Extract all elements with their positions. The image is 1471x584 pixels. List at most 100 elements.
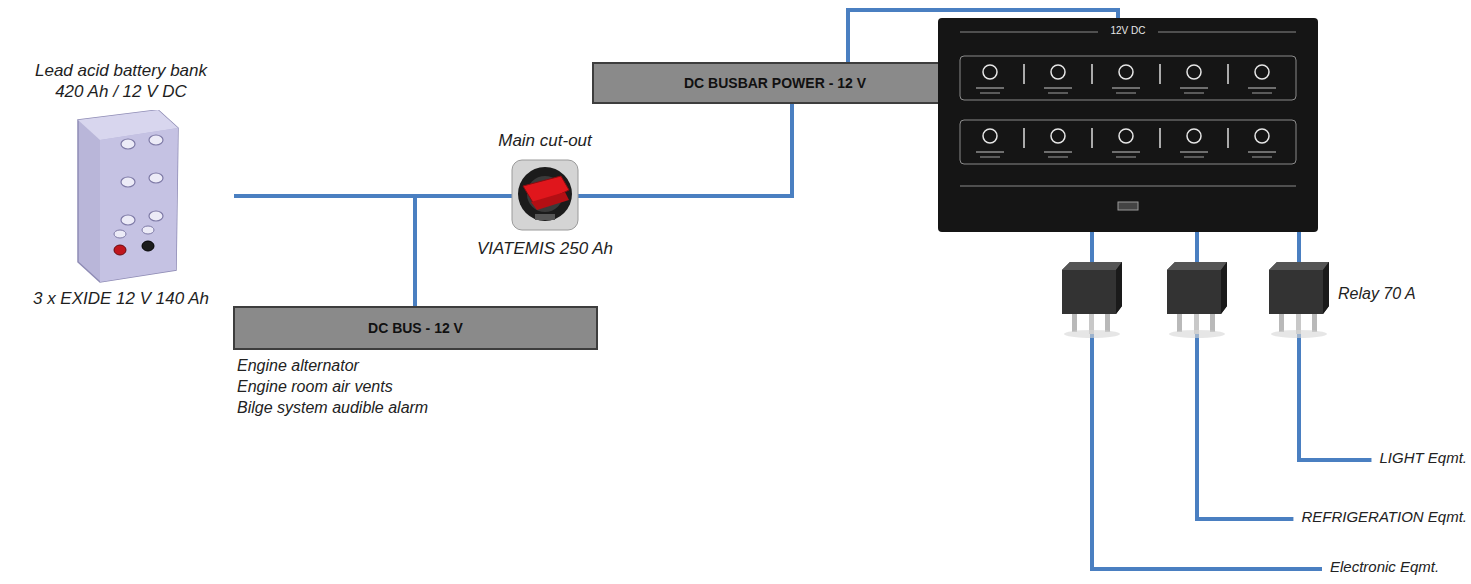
panel-to-relay-wires xyxy=(1195,230,1199,262)
panel-to-relay-wires xyxy=(1090,230,1094,262)
panel-illustration xyxy=(960,186,1296,187)
relay-symbol xyxy=(1269,262,1329,270)
battery-illustration xyxy=(142,241,154,251)
battery-illustration xyxy=(121,177,135,187)
cutout-illustration xyxy=(578,194,625,198)
relay-symbol xyxy=(1116,262,1122,314)
panel-illustration xyxy=(1048,92,1068,94)
panel-illustration xyxy=(1051,65,1065,79)
load-note: Engine alternator xyxy=(237,356,359,376)
panel-illustration xyxy=(1248,87,1276,89)
battery-illustration xyxy=(149,135,163,145)
equipment-label: REFRIGERATION Eqmt. xyxy=(1301,507,1467,527)
relay-symbol xyxy=(1269,270,1323,314)
panel-illustration xyxy=(976,151,1004,153)
panel-illustration xyxy=(1051,129,1065,143)
panel-illustration xyxy=(960,32,1098,33)
relay-symbol xyxy=(1062,270,1116,314)
cutout-illustration xyxy=(512,160,578,230)
panel-illustration xyxy=(1252,92,1272,94)
relay-symbol xyxy=(1167,270,1221,314)
wire-connector xyxy=(625,104,792,196)
relay-symbol xyxy=(1167,262,1227,314)
battery-illustration xyxy=(78,110,178,282)
relay-symbol xyxy=(1167,262,1227,338)
panel-illustration xyxy=(1187,65,1201,79)
battery-illustration xyxy=(100,128,178,282)
panel-to-relay-wires xyxy=(1092,230,1299,262)
node-text: Lead acid battery bank 420 Ah / 12 V DC xyxy=(21,60,221,102)
panel-illustration xyxy=(1112,87,1140,89)
relay-symbol xyxy=(1221,262,1227,314)
relay-symbol xyxy=(1177,314,1182,332)
cutout-illustration xyxy=(465,160,625,230)
busbar-box: DC BUSBAR POWER - 12 V xyxy=(592,62,958,104)
panel-illustration xyxy=(1227,64,1229,84)
relay-symbol xyxy=(1269,262,1329,314)
node-text: 12V DC xyxy=(938,24,1318,38)
battery-illustration xyxy=(121,139,135,149)
equipment-wire xyxy=(1195,517,1293,521)
panel-to-relay-wires xyxy=(1297,230,1301,262)
panel-illustration xyxy=(1116,156,1136,158)
battery-bank: Lead acid battery bank 420 Ah / 12 V DC 3… xyxy=(8,60,234,312)
equipment-label: LIGHT Eqmt. xyxy=(1379,448,1467,468)
panel-illustration xyxy=(1119,129,1133,143)
node-text: DC BUS - 12 V xyxy=(368,320,463,336)
panel-illustration xyxy=(1252,156,1272,158)
panel-illustration xyxy=(1184,156,1204,158)
battery-illustration xyxy=(121,215,135,225)
battery-illustration xyxy=(149,173,163,183)
relay-symbol xyxy=(1105,314,1110,332)
load-note: Bilge system audible alarm xyxy=(237,398,428,418)
panel-illustration xyxy=(980,92,1000,94)
cutout-illustration xyxy=(535,214,555,220)
battery-illustration xyxy=(78,110,178,282)
panel-illustration xyxy=(1023,128,1025,148)
panel-illustration xyxy=(983,129,997,143)
bus-box: DC BUS - 12 V xyxy=(233,306,598,350)
relay-to-equipment-wires xyxy=(1090,334,1094,569)
panel-illustration xyxy=(1180,151,1208,153)
panel-illustration xyxy=(960,56,1296,100)
panel-illustration xyxy=(1048,156,1068,158)
panel-illustration xyxy=(1112,151,1140,153)
load-note: Engine room air vents xyxy=(237,377,393,397)
relay-symbol xyxy=(1169,330,1225,338)
panel-illustration xyxy=(1116,92,1136,94)
relay-symbol xyxy=(1279,314,1284,332)
relay-symbol xyxy=(1210,314,1215,332)
relay-symbol xyxy=(1064,330,1120,338)
panel-illustration xyxy=(1159,128,1161,148)
relay-symbol xyxy=(1062,262,1122,270)
relay-symbol xyxy=(1062,262,1329,338)
panel-illustration xyxy=(976,87,1004,89)
node-text: 3 x EXIDE 12 V 140 Ah xyxy=(8,288,234,309)
equipment-wire xyxy=(1297,458,1371,462)
panel-illustration xyxy=(1091,64,1093,84)
relay-symbol xyxy=(1269,262,1329,338)
battery-illustration xyxy=(8,110,234,290)
cutout-illustration xyxy=(465,156,625,236)
panel-illustration xyxy=(1044,151,1072,153)
switch-panel: 12V DC xyxy=(938,18,1318,232)
panel-illustration xyxy=(1023,64,1025,84)
relay-symbol xyxy=(1062,262,1122,338)
cutout-illustration xyxy=(465,194,512,198)
panel-illustration xyxy=(1118,202,1138,210)
cutout-illustration xyxy=(531,192,569,210)
panel-illustration xyxy=(1180,87,1208,89)
battery-illustration xyxy=(149,211,163,221)
node-text: Main cut-out xyxy=(465,130,625,151)
relay-symbol xyxy=(1062,262,1122,314)
part-label: Relay 70 A xyxy=(1338,284,1416,304)
relay-symbol xyxy=(1312,314,1317,332)
panel-illustration xyxy=(1255,129,1269,143)
panel-illustration xyxy=(1044,87,1072,89)
panel-illustration xyxy=(1119,65,1133,79)
wire-connector xyxy=(234,196,415,306)
panel-illustration xyxy=(1158,32,1296,33)
panel-illustration xyxy=(1255,65,1269,79)
relay-to-equipment-wires xyxy=(1297,334,1301,460)
